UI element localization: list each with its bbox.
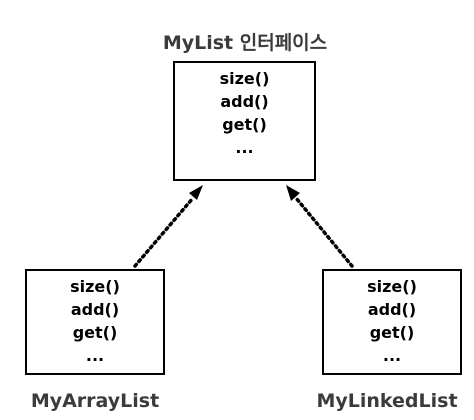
linkedlist-method-size: size(): [367, 277, 417, 296]
linkedlist-arrowhead-icon: [286, 185, 300, 201]
arraylist-box: size() add() get() ...: [25, 269, 165, 375]
interface-box: size() add() get() ...: [173, 61, 316, 181]
linkedlist-box: size() add() get() ...: [322, 269, 462, 375]
interface-method-add: add(): [220, 92, 269, 111]
arraylist-method-add: add(): [70, 300, 120, 319]
linkedlist-title: MyLinkedList: [316, 390, 458, 412]
arraylist-method-ellipsis: ...: [85, 346, 105, 365]
linkedlist-method-add: add(): [367, 300, 417, 319]
arraylist-title: MyArrayList: [30, 390, 160, 412]
arraylist-arrowhead-icon: [189, 185, 203, 200]
interface-method-get: get(): [222, 115, 267, 134]
arraylist-realization-arrow: [133, 196, 195, 268]
interface-title: MyList 인터페이스: [162, 32, 328, 54]
interface-method-ellipsis: ...: [235, 138, 254, 157]
arraylist-method-size: size(): [70, 277, 120, 296]
arraylist-method-get: get(): [72, 323, 118, 342]
linkedlist-realization-arrow: [294, 196, 354, 268]
linkedlist-method-ellipsis: ...: [382, 346, 402, 365]
linkedlist-method-get: get(): [369, 323, 415, 342]
interface-method-size: size(): [219, 69, 270, 88]
